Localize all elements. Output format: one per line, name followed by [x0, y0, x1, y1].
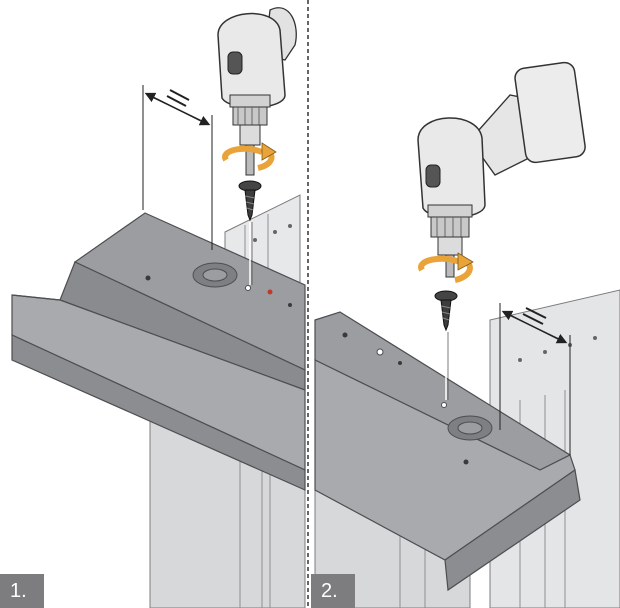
top-panel-right	[314, 311, 581, 592]
rotation-arrow-icon	[418, 252, 474, 283]
step-1-badge: 1.	[0, 574, 44, 608]
step-1-label: 1.	[10, 579, 27, 602]
top-panel-left	[11, 212, 306, 491]
dimension-marker-right	[499, 303, 571, 455]
step-2-badge: 2.	[311, 574, 355, 608]
equal-distance-icon	[522, 307, 547, 325]
rotation-arrow-icon	[222, 142, 277, 171]
power-drill-icon	[217, 7, 297, 176]
power-drill-icon	[417, 61, 586, 278]
equal-distance-icon	[166, 89, 190, 107]
step-2-label: 2.	[321, 579, 338, 602]
screw-icon	[238, 180, 262, 285]
step-1-panel	[11, 7, 306, 608]
dimension-marker-left	[142, 85, 213, 250]
screw-icon	[434, 290, 458, 400]
step-2-panel	[314, 61, 620, 608]
